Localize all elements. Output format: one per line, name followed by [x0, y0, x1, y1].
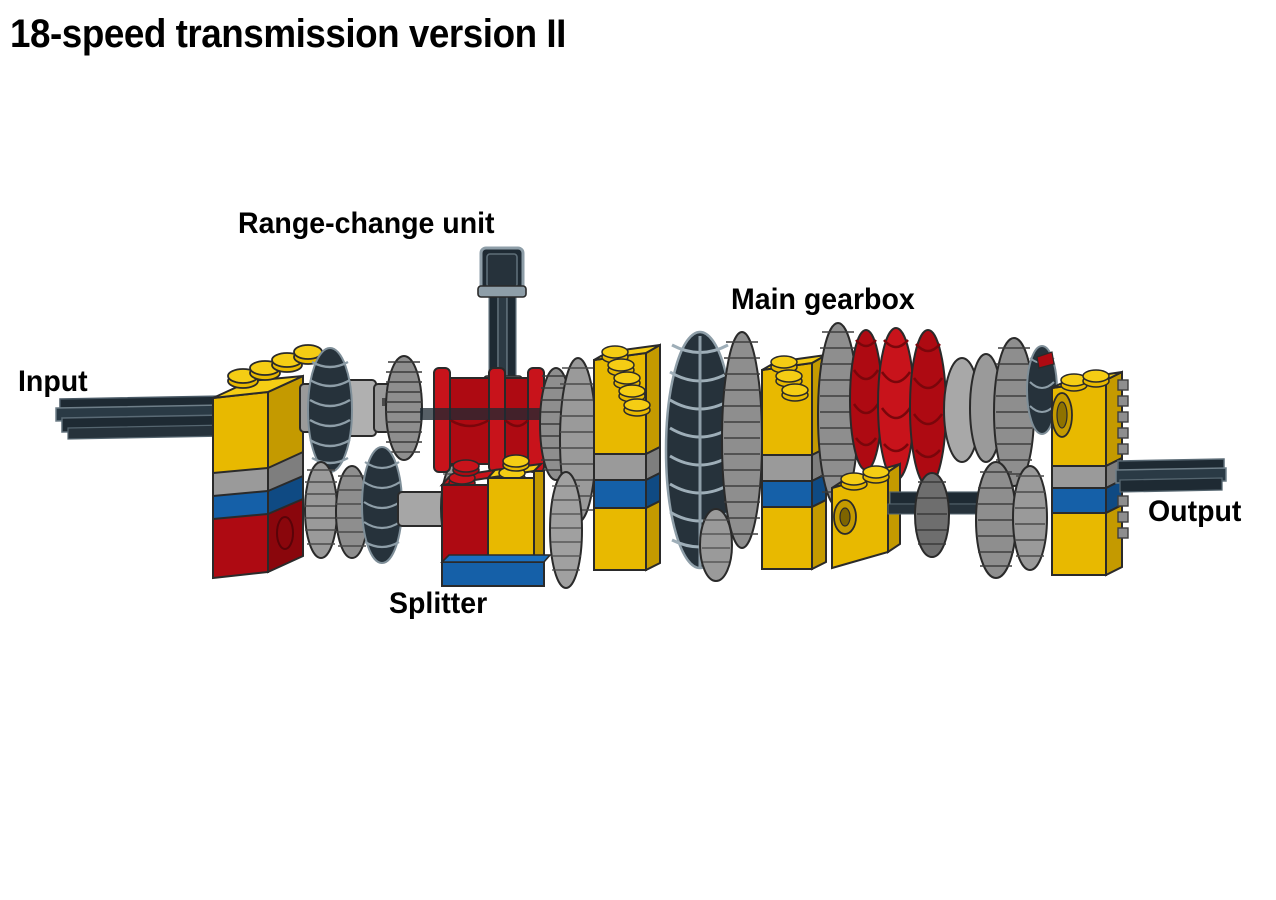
main-gearbox-selector-brick: [831, 462, 996, 570]
center-beam-stack-2: [761, 353, 827, 571]
range-change-shift-tower: [477, 246, 527, 391]
label-input: Input: [18, 365, 88, 398]
label-output: Output: [1148, 495, 1242, 528]
center-dark-gear-stack: [664, 330, 763, 582]
right-hidden-gear-edge: [1117, 379, 1129, 539]
label-splitter: Splitter: [389, 587, 488, 620]
input-shaft: [55, 395, 229, 440]
label-main-gearbox: Main gearbox: [731, 283, 915, 316]
right-end-beam-stack: [1051, 369, 1123, 577]
center-beam-stack-1: [593, 343, 661, 572]
label-range-change-unit: Range-change unit: [238, 207, 495, 240]
gear-cluster-center-left: [539, 357, 597, 589]
splitter-block: [439, 454, 552, 587]
page-title: 18-speed transmission version II: [10, 12, 566, 56]
lower-right-gear-cluster: [914, 461, 1048, 579]
range-change-clutch: [420, 367, 560, 473]
left-end-beam-stack: [212, 344, 323, 580]
main-gearbox-assembly: [817, 322, 1058, 508]
output-shaft: [1115, 458, 1227, 493]
